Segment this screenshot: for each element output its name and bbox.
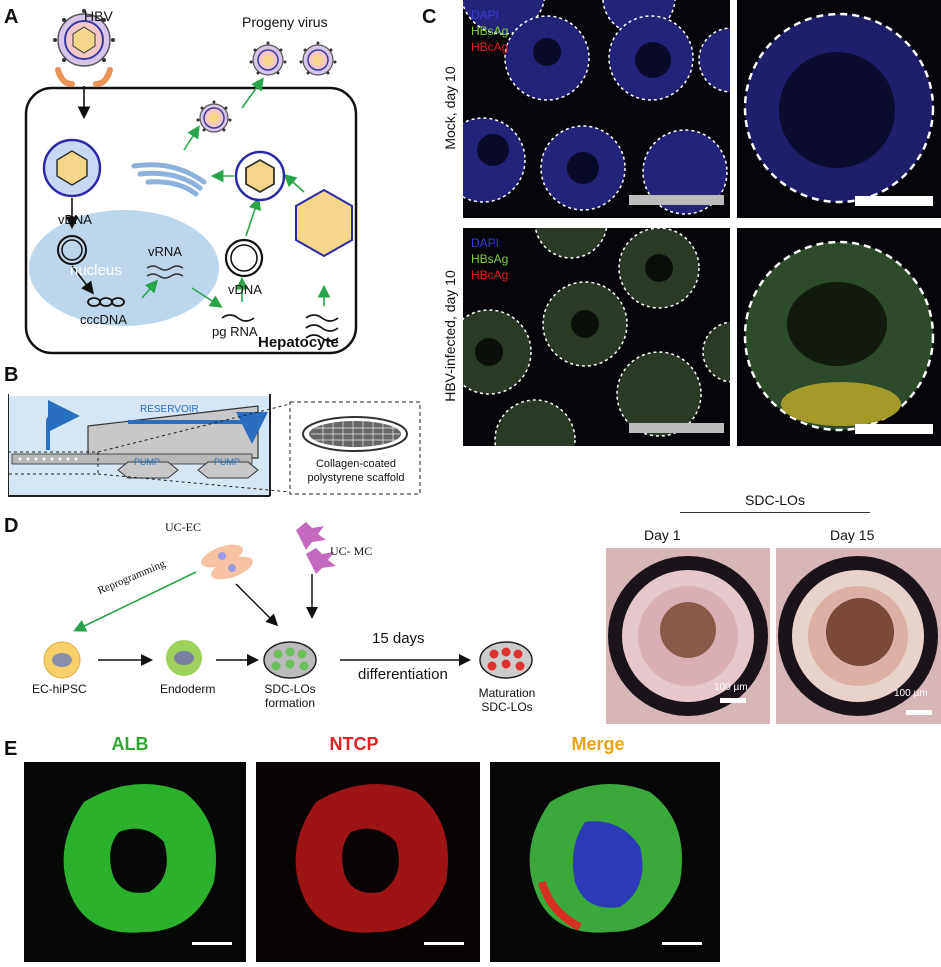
organoid-day1-image: 100 µm — [606, 548, 770, 724]
day15-label: Day 15 — [830, 527, 875, 543]
rcdna-label: vDNA — [228, 282, 262, 297]
sdc-header-line — [680, 512, 870, 513]
row-label-mock: Mock, day 10 — [440, 0, 460, 218]
uc-mc-label: UC- MC — [330, 544, 373, 558]
bioreactor-diagram — [8, 394, 421, 497]
pump-label-2: PUMP — [214, 457, 241, 467]
panel-b-bioreactor: RESERVOIR PUMP PUMP Collagen-coated poly… — [8, 392, 423, 500]
panel-letter-c: C — [422, 6, 437, 28]
legend-dapi-1: DAPI — [471, 8, 500, 22]
cccdna-label: cccDNA — [80, 312, 127, 327]
reservoir-label: RESERVOIR — [140, 404, 199, 415]
hbv-zoom-image — [737, 228, 941, 446]
alb-stain-image — [24, 762, 246, 962]
ec-hipsc-label: EC-hiPSC — [32, 682, 87, 696]
hbv-label: HBV — [84, 8, 113, 24]
panel-a-hbv-lifecycle: HBV Progeny virus vDNA nucleus vRNA vDNA… — [14, 0, 364, 360]
uc-ec-label: UC-EC — [165, 520, 201, 534]
panel-letter-b: B — [4, 364, 19, 386]
legend-dapi-2: DAPI — [471, 236, 500, 250]
scaffold-label-2: polystyrene scaffold — [307, 472, 405, 484]
organoid-day15-image: 100 µm — [776, 548, 941, 724]
mock-day10-label: Mock, day 10 — [442, 66, 458, 150]
panel-letter-a: A — [4, 6, 19, 28]
fifteen-days-label: 15 days — [372, 630, 425, 647]
legend-hbcag-2: HBcAg — [471, 268, 509, 282]
panel-letter-e: E — [4, 738, 18, 760]
legend-hbsag-2: HBsAg — [471, 252, 509, 266]
day1-label: Day 1 — [644, 527, 681, 543]
hbv-infected-day10-label: HBV-infected, day 10 — [442, 270, 458, 402]
maturation-label-1: Maturation — [478, 686, 536, 700]
hbv-lifecycle-diagram — [24, 9, 358, 355]
differentiation-label: differentiation — [358, 666, 448, 683]
sdc-formation-label-1: SDC-LOs — [264, 682, 316, 696]
maturation-label-2: SDC-LOs — [481, 700, 533, 714]
hbv-virion — [53, 9, 115, 67]
vdna-label: vDNA — [58, 212, 92, 227]
scaffold-label-1: Collagen-coated — [315, 458, 397, 470]
endocytosed-capsid — [42, 138, 102, 198]
ntcp-title: NTCP — [329, 734, 379, 754]
legend-hbcag-1: HBcAg — [471, 40, 509, 54]
nucleus — [29, 210, 219, 326]
organoid-workflow-diagram — [43, 522, 533, 679]
hbv-overview-image: DAPI HBsAg HBcAg — [463, 228, 730, 446]
vrna-label: vRNA — [148, 244, 182, 259]
nucleus-label: nucleus — [70, 262, 122, 279]
mock-overview-image: DAPI HBsAg HBcAg — [463, 0, 730, 218]
mock-zoom-image — [737, 0, 941, 218]
alb-title: ALB — [111, 734, 149, 754]
assembled-capsid — [234, 150, 286, 202]
hepatocyte-label: Hepatocyte — [258, 334, 339, 351]
merge-stain-image — [490, 762, 720, 962]
panel-d-workflow: UC-EC UC- MC Reprogramming EC-hiPSC Endo… — [0, 500, 590, 720]
endoderm-label: Endoderm — [160, 682, 216, 696]
sdc-formation-label-2: formation — [264, 696, 316, 710]
progeny-virus-label: Progeny virus — [242, 14, 328, 30]
merge-title: Merge — [571, 734, 625, 754]
row-label-hbv: HBV-infected, day 10 — [440, 228, 460, 446]
ntcp-stain-image — [256, 762, 480, 962]
scale-bar-label-day15: 100 µm — [894, 688, 928, 699]
pgrna-label: pg RNA — [212, 324, 258, 339]
panel-letter-d: D — [4, 515, 19, 537]
pump-label-1: PUMP — [134, 457, 161, 467]
scale-bar-label-day1: 100 µm — [714, 682, 748, 693]
legend-hbsag-1: HBsAg — [471, 24, 509, 38]
sdc-header-label: SDC-LOs — [745, 492, 805, 508]
